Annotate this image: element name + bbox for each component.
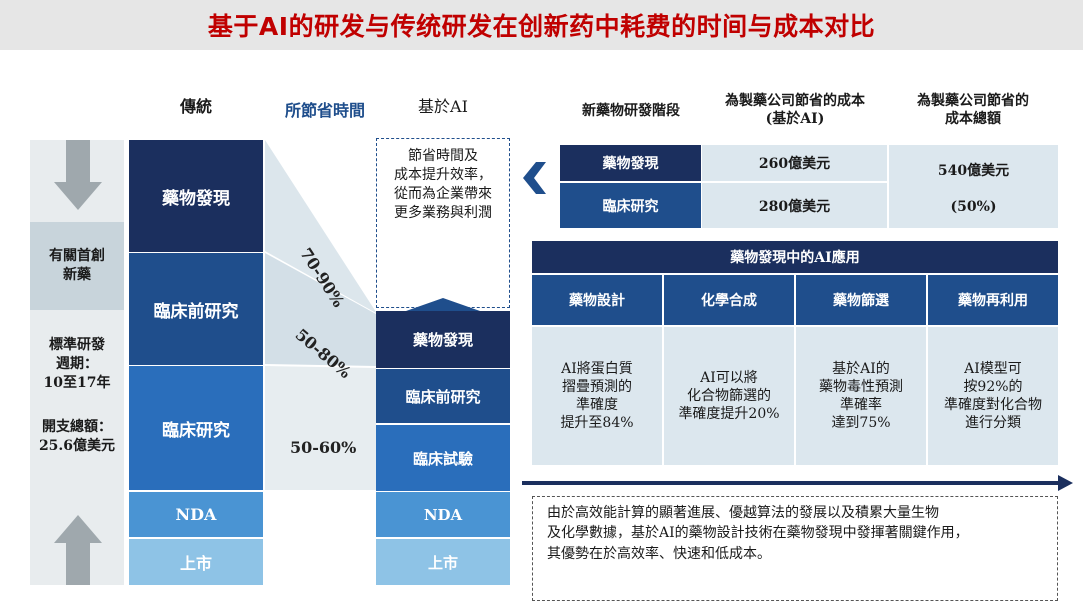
header-ai-based: 基於AI	[418, 97, 468, 116]
traditional-stage-preclinical: 臨床前研究	[129, 253, 263, 365]
application-desc-synthesis: AI可以將 化合物篩選的 準確度提升20%	[664, 327, 794, 465]
traditional-stage-nda: NDA	[129, 492, 263, 537]
ai-stage-clinical-trial: 臨床試驗	[376, 425, 510, 491]
traditional-stage-clinical: 臨床研究	[129, 366, 263, 490]
application-desc-text: AI可以將 化合物篩選的 準確度提升20%	[678, 369, 780, 423]
funnel-preclinical	[265, 253, 376, 366]
cost-total-percent: (50%)	[950, 199, 997, 215]
title-bar: 基于AI的研发与传统研发在创新药中耗费的时间与成本对比	[0, 0, 1083, 50]
traditional-stage-discovery: 藥物發現	[129, 140, 263, 252]
cost-header-stage: 新藥物研發階段	[582, 103, 680, 119]
ai-stage-discovery: 藥物發現	[376, 311, 510, 368]
cost-row-saving-clinical: 280億美元	[702, 183, 887, 228]
application-name-screening: 藥物篩選	[796, 275, 926, 325]
cost-total-value: 540億美元	[937, 163, 1010, 179]
ai-note-text: 節省時間及 成本提升效率， 從而為企業帶來 更多業務與利潤	[394, 148, 492, 221]
application-name-synthesis: 化學合成	[664, 275, 794, 325]
innovative-drug-label: 有關首創 新藥	[49, 248, 105, 283]
funnel-discovery	[265, 140, 376, 313]
ai-stage-launch: 上市	[376, 539, 510, 585]
cost-total-cell	[889, 145, 1058, 228]
page-title: 基于AI的研发与传统研发在创新药中耗费的时间与成本对比	[207, 12, 876, 41]
applications-title: 藥物發現中的AI應用	[532, 241, 1058, 273]
ai-note-box: 節省時間及 成本提升效率， 從而為企業帶來 更多業務與利潤	[376, 138, 510, 308]
saving-clinical: 50-60%	[290, 438, 357, 457]
ai-peak-triangle	[406, 298, 480, 311]
bottom-note-box: 由於高效能計算的顯著進展、優越算法的發展以及積累大量生物 及化學數據，基於AI的…	[532, 496, 1058, 601]
cost-row-stage-clinical: 臨床研究	[560, 183, 701, 228]
application-desc-repurposing: AI模型可 按92%的 準確度對化合物 進行分類	[928, 327, 1058, 465]
cost-row-saving-discovery: 260億美元	[702, 145, 887, 181]
traditional-stage-launch: 上市	[129, 539, 263, 585]
cycle-label: 標準研發 週期： 10至17年	[43, 337, 111, 391]
header-traditional: 傳統	[179, 97, 212, 116]
funnel-clinical	[265, 366, 376, 490]
innovative-drug-box: 有關首創 新藥	[30, 222, 124, 310]
cost-header-total: 為製藥公司節省的 成本總額	[917, 93, 1029, 128]
cost-header-saving: 為製藥公司節省的成本 (基於AI)	[725, 93, 865, 128]
time-saved-funnel	[265, 140, 376, 490]
cost-row-stage-discovery: 藥物發現	[560, 145, 701, 181]
ai-stage-preclinical: 臨床前研究	[376, 369, 510, 423]
application-desc-screening: 基於AI的 藥物毒性預測 準確率 達到75%	[796, 327, 926, 465]
application-desc-text: AI模型可 按92%的 準確度對化合物 進行分類	[944, 360, 1042, 432]
cost-label: 開支總額： 25.6億美元	[38, 419, 116, 454]
application-desc-text: 基於AI的 藥物毒性預測 準確率 達到75%	[819, 360, 903, 432]
application-name-repurposing: 藥物再利用	[928, 275, 1058, 325]
application-desc-drug-design: AI將蛋白質 摺疊預測的 準確度 提升至84%	[532, 327, 662, 465]
application-desc-text: AI將蛋白質 摺疊預測的 準確度 提升至84%	[560, 360, 634, 432]
arrow-right-icon	[522, 475, 1073, 491]
arrow-down-icon	[54, 140, 102, 210]
chevron-left-icon	[523, 162, 546, 194]
left-panel-background	[30, 140, 124, 585]
arrow-up-icon	[54, 515, 102, 585]
application-name-drug-design: 藥物設計	[532, 275, 662, 325]
ai-stage-nda: NDA	[376, 492, 510, 537]
header-time-saved: 所節省時間	[284, 101, 365, 120]
bottom-note-text: 由於高效能計算的顯著進展、優越算法的發展以及積累大量生物 及化學數據，基於AI的…	[547, 505, 969, 562]
